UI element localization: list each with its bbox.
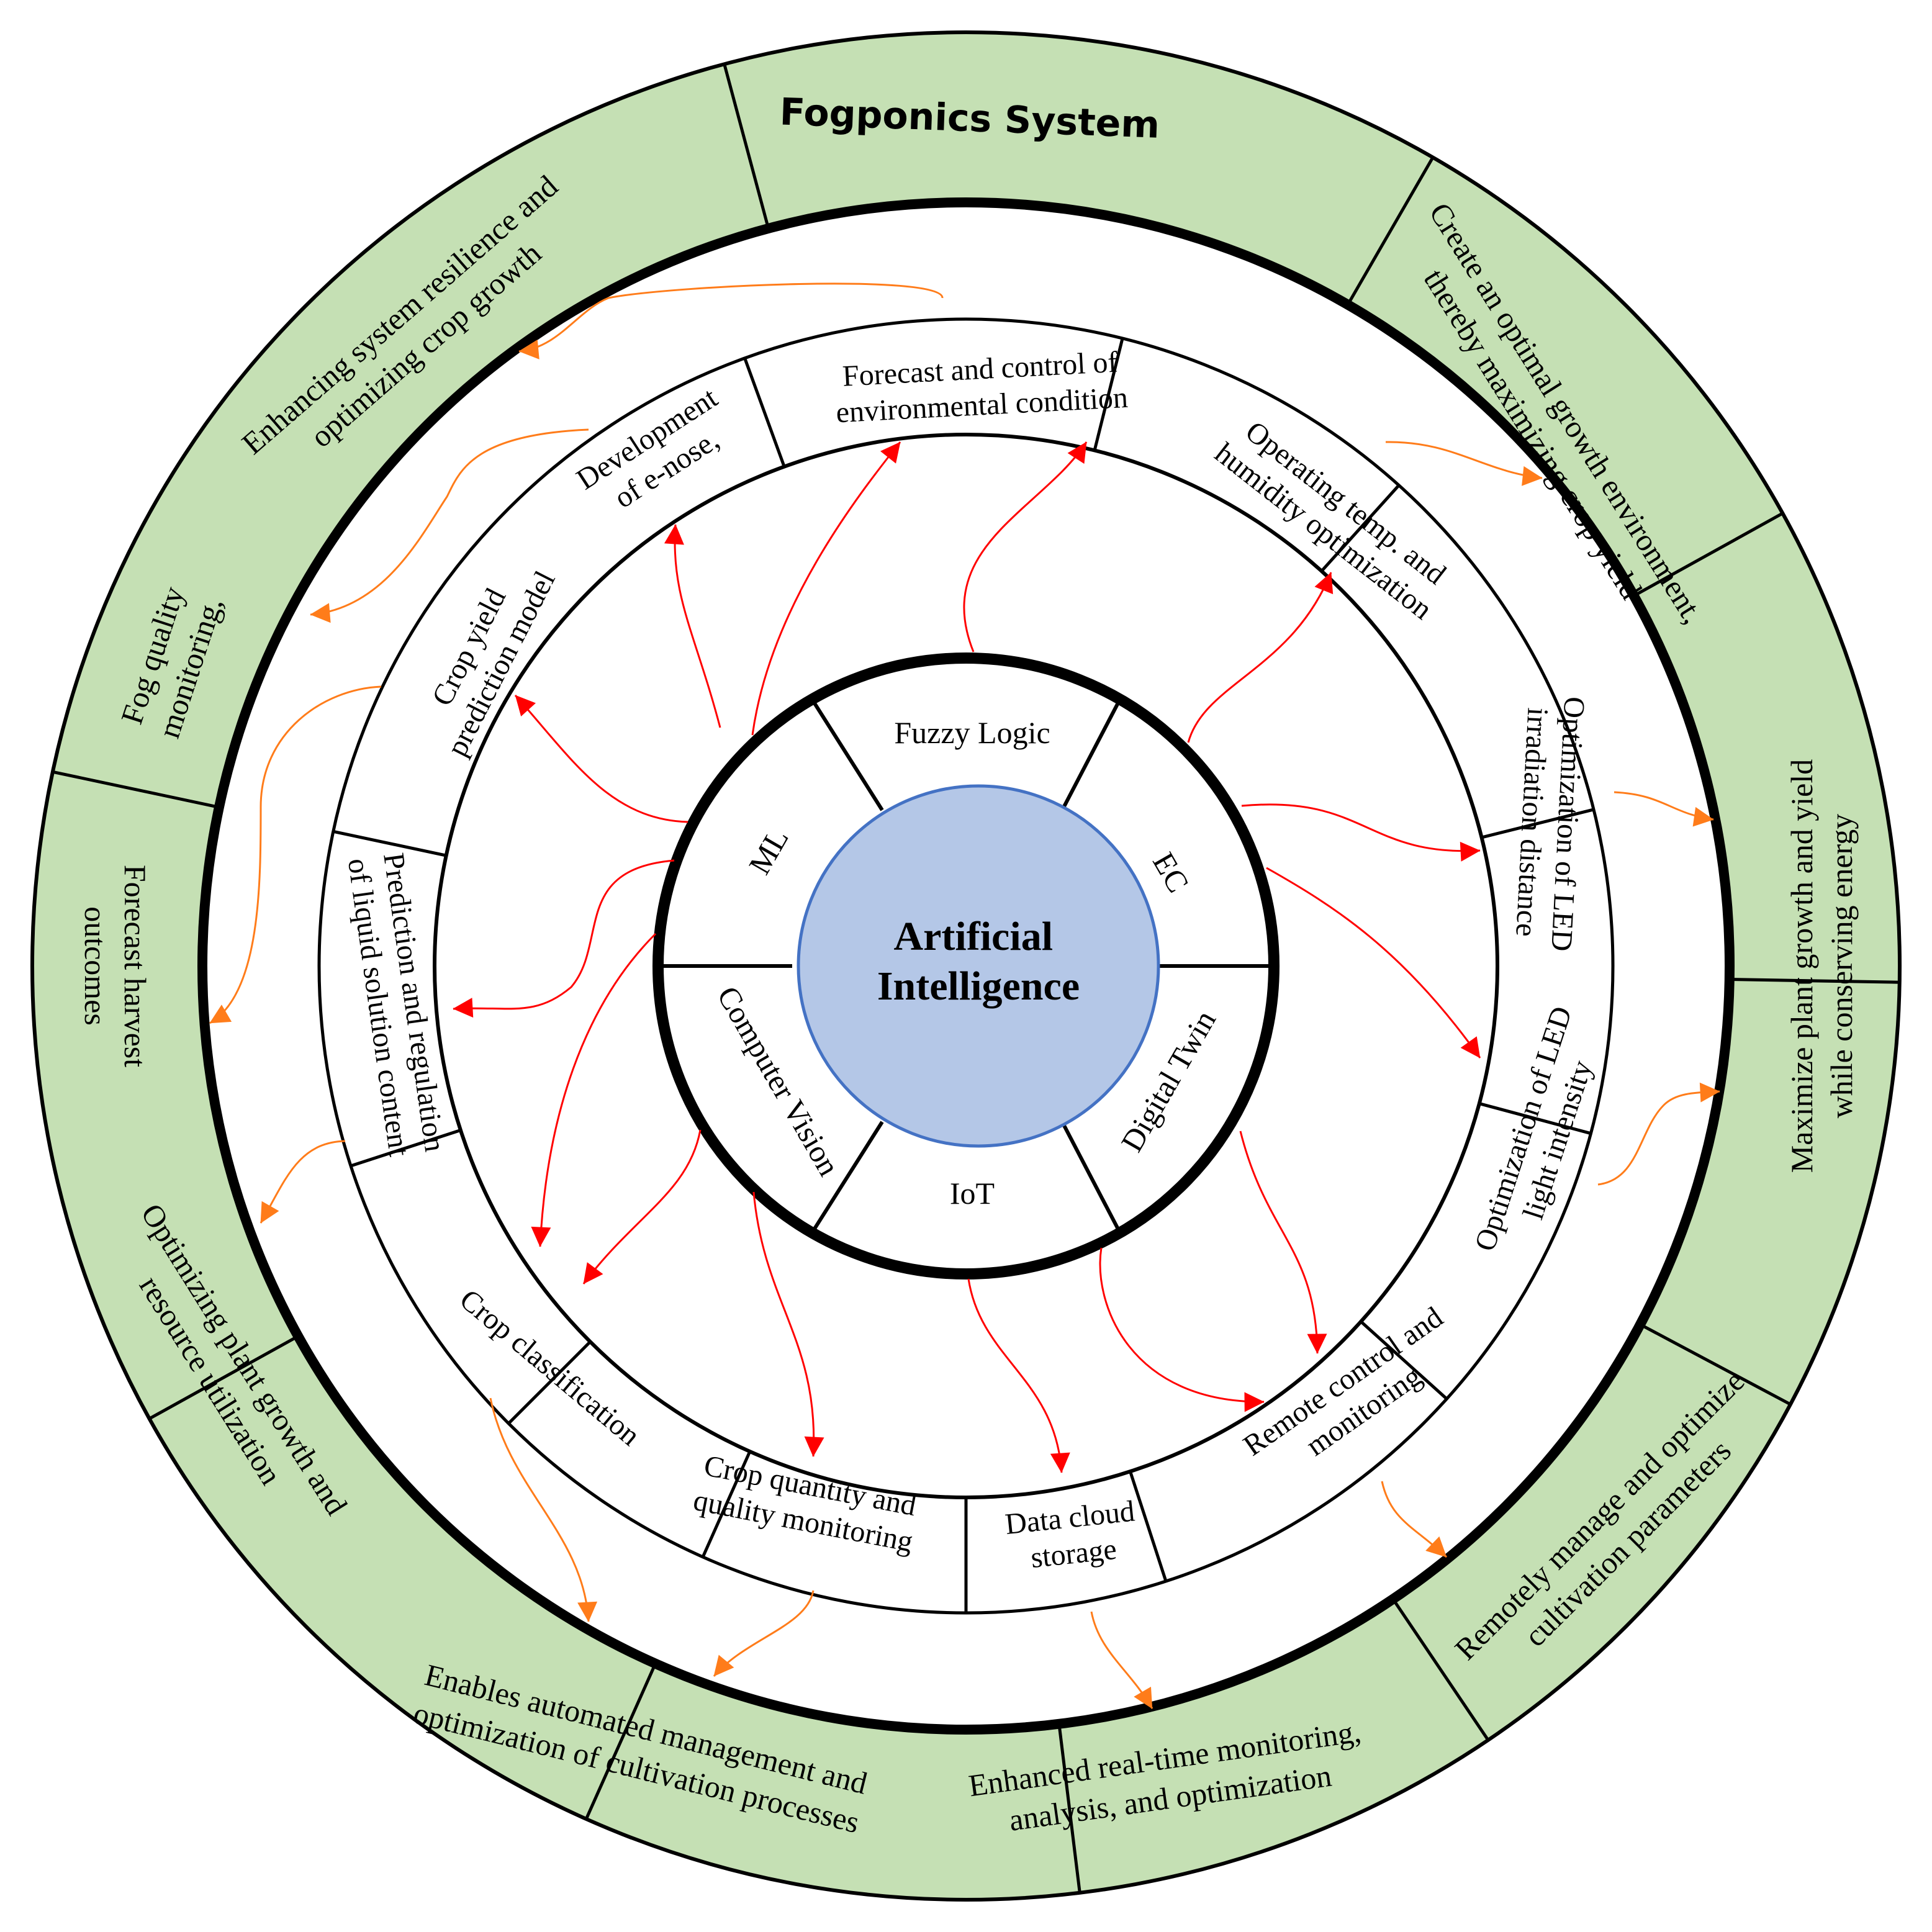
red-arrow-12 — [1241, 803, 1481, 862]
middle-divider-0 — [743, 357, 786, 467]
middle-divider-11 — [333, 829, 447, 857]
data-cloud-label: Data cloudstorage — [1004, 1494, 1140, 1576]
forecast-harvest-line-2: outcomes — [78, 906, 113, 1026]
center-line-1: Artificial — [893, 914, 1053, 959]
orange-arrows — [209, 282, 1720, 1709]
red-arrow-0 — [963, 441, 1088, 652]
center-line-2: Intelligence — [877, 964, 1080, 1009]
red-arrow-9 — [1099, 1247, 1265, 1412]
orange-arrow-6 — [1090, 1611, 1153, 1709]
middle-divider-6 — [1129, 1471, 1168, 1582]
red-arrow-3 — [514, 694, 688, 823]
middle-divider-8 — [701, 1450, 752, 1558]
orange-arrow-5 — [713, 1590, 815, 1677]
middle-ring-dividers — [333, 338, 1594, 1613]
center-circle — [797, 784, 1160, 1148]
middle-divider-10 — [350, 1129, 461, 1168]
orange-arrow-8 — [1385, 441, 1543, 486]
orange-arrow-3 — [260, 1140, 346, 1224]
middle-divider-5 — [1360, 1320, 1448, 1401]
outer-divider-4 — [1639, 1323, 1792, 1406]
outer-divider-0 — [723, 63, 770, 229]
outer-divider-6 — [1057, 1723, 1081, 1894]
middle-divider-9 — [507, 1340, 592, 1425]
red-arrow-8 — [967, 1278, 1070, 1473]
inner-divider-3 — [1060, 1121, 1122, 1234]
inner-ring-dividers — [658, 698, 1274, 1234]
red-arrow-13 — [1187, 572, 1334, 743]
orange-arrow-7 — [1381, 1481, 1448, 1558]
orange-arrow-10 — [1597, 1082, 1720, 1186]
red-arrow-2 — [664, 524, 721, 728]
orange-arrow-9 — [1614, 791, 1714, 827]
red-arrow-1 — [751, 441, 901, 736]
maximize-growth-line-2: while conserving energy — [1824, 814, 1859, 1119]
iot-label: IoT — [950, 1176, 995, 1211]
middle-divider-3 — [1481, 808, 1594, 839]
red-arrow-4 — [453, 859, 675, 1018]
fuzzy-logic-label: Fuzzy Logic — [894, 715, 1050, 750]
outer-divider-5 — [1391, 1598, 1490, 1741]
outer-ring-dividers — [52, 63, 1900, 1894]
red-arrow-10 — [1239, 1131, 1327, 1354]
outer-divider-2 — [1633, 512, 1784, 597]
orange-arrow-4 — [489, 1397, 598, 1622]
fuzzy-logic-line-1: Fuzzy Logic — [894, 715, 1050, 750]
maximize-growth-line-1: Maximize plant growth and yield — [1784, 759, 1819, 1173]
orange-arrow-0 — [518, 282, 944, 359]
forecast-harvest-line-1: Forecast harvest — [118, 865, 153, 1067]
outer-divider-7 — [584, 1663, 657, 1820]
middle-divider-4 — [1479, 1102, 1592, 1135]
center-label: Artificial Intelligence — [877, 914, 1080, 1009]
iot-line-1: IoT — [950, 1176, 995, 1211]
outer-divider-9 — [52, 770, 220, 809]
red-arrow-7 — [752, 1191, 824, 1457]
outer-divider-3 — [1729, 977, 1900, 984]
orange-arrow-1 — [310, 428, 589, 623]
red-arrows — [453, 441, 1481, 1473]
inner-divider-4 — [810, 1121, 884, 1234]
inner-divider-1 — [1060, 698, 1122, 811]
middle-divider-1 — [1093, 338, 1124, 451]
middle-divider-2 — [1320, 484, 1401, 572]
outer-divider-8 — [148, 1335, 299, 1420]
outer-boundary-thick — [197, 197, 1735, 1735]
outer-divider-1 — [1346, 156, 1435, 306]
orange-arrow-2 — [209, 685, 382, 1024]
red-arrow-11 — [1266, 867, 1481, 1059]
inner-divider-0 — [810, 698, 884, 811]
forecast-harvest-label: Forecast harvestoutcomes — [78, 865, 153, 1067]
red-arrow-5 — [531, 932, 657, 1247]
red-arrow-6 — [582, 1129, 702, 1284]
